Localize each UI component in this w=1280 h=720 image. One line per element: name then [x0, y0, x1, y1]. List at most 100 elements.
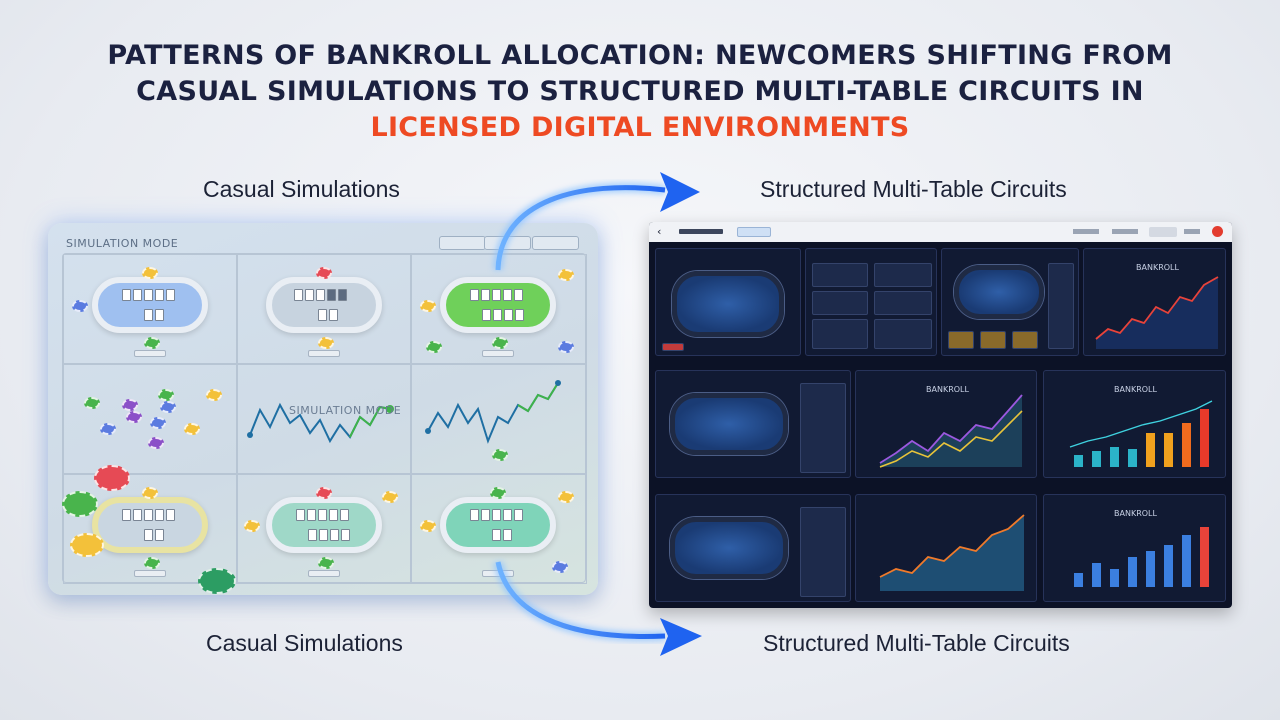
hole-cards: [144, 529, 164, 541]
mini-table[interactable]: [874, 291, 932, 315]
simulation-grid: SIMULATION MODE: [62, 253, 587, 584]
bankroll-bar-chart: [1069, 400, 1213, 467]
poker-table[interactable]: [440, 497, 556, 553]
mini-table[interactable]: [874, 263, 932, 287]
casual-label-bottom: Casual Simulations: [206, 630, 403, 656]
chip-icon: [72, 300, 88, 312]
hole-cards: [492, 529, 512, 541]
bankroll-line-chart: [879, 514, 1025, 591]
table-panel[interactable]: [941, 248, 1079, 356]
bankroll-line-chart: [1095, 276, 1219, 349]
chip-icon: [490, 487, 506, 499]
chip-icon: [558, 269, 574, 281]
structured-label-bottom: Structured Multi-Table Circuits: [763, 630, 1070, 656]
sim-button-3[interactable]: [532, 236, 579, 250]
chip-icon: [318, 337, 334, 349]
chip-icon: [142, 487, 158, 499]
poker-table[interactable]: [670, 517, 788, 579]
chip-icon: [318, 557, 334, 569]
chip-icon: [420, 300, 436, 312]
card-row: [470, 509, 523, 521]
sim-cell: [237, 364, 411, 474]
sim-line-chart: [247, 402, 394, 444]
bankroll-chart-panel: [855, 494, 1037, 602]
mini-table[interactable]: [874, 319, 932, 349]
sim-line-chart: [425, 380, 561, 444]
chip-icon: [84, 397, 100, 409]
table-panel[interactable]: [655, 494, 851, 602]
bankroll-bar-panel: BANKROLL: [1043, 370, 1226, 478]
dashboard-tab[interactable]: [737, 227, 771, 237]
player-seat: [980, 331, 1006, 349]
bankroll-label: BANKROLL: [926, 385, 969, 394]
bankroll-label: BANKROLL: [1114, 385, 1157, 394]
hole-cards: [308, 529, 350, 541]
mini-table[interactable]: [812, 263, 868, 287]
arrow-top: [495, 185, 666, 271]
title-line-3: LICENSED DIGITAL ENVIRONMENTS: [370, 112, 910, 143]
table-panel[interactable]: [655, 248, 801, 356]
table-grid-panel[interactable]: [805, 248, 937, 356]
chip-icon: [420, 520, 436, 532]
chip-icon: [126, 411, 142, 423]
seat-plate: [134, 570, 166, 577]
bankroll-chart-panel: BANKROLL: [1083, 248, 1226, 356]
chip-icon: [492, 449, 508, 461]
multi-table-dashboard: ‹ BANKROLL BAN: [649, 222, 1232, 608]
sim-cell: [411, 364, 587, 474]
table-panel[interactable]: [655, 370, 851, 478]
chip-icon: [142, 267, 158, 279]
seat-plate: [308, 570, 340, 577]
poker-table[interactable]: [92, 277, 208, 333]
poker-table[interactable]: [670, 393, 788, 455]
title-line-2: CASUAL SIMULATIONS TO STRUCTURED MULTI-T…: [136, 76, 1144, 107]
chip-icon: [426, 341, 442, 353]
chip-icon: [184, 423, 200, 435]
chip-icon: [144, 557, 160, 569]
chip-icon: [382, 491, 398, 503]
poker-table[interactable]: [954, 265, 1044, 319]
sim-cell: [63, 254, 237, 364]
poker-table[interactable]: [266, 497, 382, 553]
back-icon[interactable]: ‹: [657, 225, 662, 238]
mini-table[interactable]: [812, 319, 868, 349]
mini-table[interactable]: [812, 291, 868, 315]
simulation-mode-mid-title: SIMULATION MODE: [289, 404, 402, 417]
bankroll-bar-chart: [1074, 527, 1209, 587]
bankroll-chart-panel: BANKROLL: [855, 370, 1037, 478]
menu-item[interactable]: [1073, 229, 1099, 234]
card-row: [122, 509, 175, 521]
chip-icon: [244, 520, 260, 532]
menu-button[interactable]: [1149, 227, 1177, 237]
poker-table[interactable]: [440, 277, 556, 333]
simulation-mode-title: SIMULATION MODE: [66, 237, 179, 250]
chip-icon: [150, 417, 166, 429]
infographic-title: PATTERNS OF BANKROLL ALLOCATION: NEWCOME…: [0, 38, 1280, 146]
chip-stack-icon: [62, 491, 98, 517]
chip-stack-icon: [198, 568, 236, 594]
arrow-bottom-head: [660, 618, 702, 656]
menu-item[interactable]: [1184, 229, 1200, 234]
poker-table[interactable]: [92, 497, 208, 553]
chip-icon: [558, 341, 574, 353]
bankroll-label: BANKROLL: [1136, 263, 1179, 272]
poker-table[interactable]: [672, 271, 784, 337]
player-seat: [948, 331, 974, 349]
card-row: [470, 289, 523, 301]
close-icon[interactable]: [1212, 226, 1223, 237]
structured-label-top: Structured Multi-Table Circuits: [760, 176, 1067, 202]
menu-item[interactable]: [1112, 229, 1138, 234]
chip-icon: [492, 337, 508, 349]
arrow-bottom: [495, 561, 666, 639]
poker-table[interactable]: [266, 277, 382, 333]
card-row: [122, 289, 175, 301]
chip-icon: [122, 399, 138, 411]
dashboard-title-bar: [679, 229, 723, 234]
card-row: [294, 289, 347, 301]
hole-cards: [482, 309, 524, 321]
dashboard-top-bar: ‹: [649, 222, 1232, 242]
bankroll-bar-panel: BANKROLL: [1043, 494, 1226, 602]
player-list: [800, 507, 846, 597]
sim-cell: [237, 474, 411, 584]
